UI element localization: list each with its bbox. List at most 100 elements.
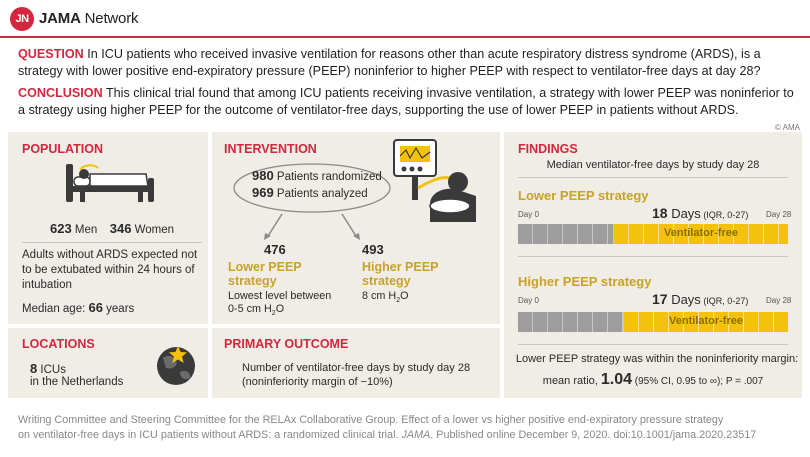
arm1-desc-line3: O: [275, 303, 285, 315]
finding-arm2-bar: Ventilator-free: [518, 312, 788, 332]
locations-title: LOCATIONS: [22, 337, 95, 351]
finding-arm1-day28: Day 28: [766, 210, 792, 219]
locations-panel: LOCATIONS 8 ICUs in the Netherlands: [8, 328, 208, 398]
analyzed-label: Patients analyzed: [273, 188, 368, 200]
analyzed-line: 969 Patients analyzed: [252, 184, 368, 202]
finding-arm1-days: 18 Days (IQR, 0-27): [652, 205, 748, 221]
population-description: Adults without ARDS expected not to be e…: [22, 249, 198, 291]
randomized-line: 980 Patients randomized: [252, 167, 382, 185]
citation-line2a: on ventilator-free days in ICU patients …: [18, 429, 402, 441]
median-age-value: 66: [88, 300, 103, 315]
finding-arm2-day28: Day 28: [766, 296, 792, 305]
finding-arm1-day0: Day 0: [518, 210, 539, 219]
findings-panel: FINDINGS Median ventilator-free days by …: [504, 132, 802, 398]
population-title: POPULATION: [22, 142, 104, 156]
arm2-desc-line1: 8 cm H: [362, 290, 397, 302]
findings-divider-top: [518, 177, 788, 178]
findings-subtitle: Median ventilator-free days by study day…: [546, 159, 760, 171]
median-age-unit: years: [102, 303, 135, 315]
finding-arm2-days: 17 Days (IQR, 0-27): [652, 291, 748, 307]
mean-ratio: mean ratio, 1.04 (95% CI, 0.95 to ∞); P …: [504, 372, 802, 389]
men-count: 623: [50, 221, 72, 236]
split-arrows: [264, 213, 360, 240]
finding-arm2-ventilated-segment: [518, 312, 624, 332]
finding-arm1-ventilated-segment: [518, 224, 614, 244]
arm1-count: 476: [264, 242, 286, 257]
finding-arm1-bar: Ventilator-free: [518, 224, 788, 244]
mean-ratio-ci: (95% CI, 0.95 to ∞); P = .007: [632, 376, 764, 387]
intervention-panel: INTERVENTION 980 Patients randomized 969…: [212, 132, 500, 324]
finding-arm2-days-unit: Days: [667, 292, 701, 307]
citation: Writing Committee and Steering Committee…: [18, 413, 798, 443]
header: JN JAMA Network: [0, 0, 810, 38]
findings-divider-bottom: [518, 344, 788, 345]
brand-name-rest: Network: [80, 10, 139, 27]
finding-arm2-bar-label: Ventilator-free: [669, 315, 743, 327]
question-label: QUESTION: [18, 47, 84, 61]
finding-arm1-ventilator-free-segment: Ventilator-free: [614, 224, 788, 244]
copyright-notice: © AMA: [774, 123, 800, 132]
population-panel: POPULATION 623 Men 346 Women Adults with…: [8, 132, 208, 324]
arm2-description: 8 cm H2O: [362, 290, 409, 307]
finding-arm1-bar-label: Ventilator-free: [664, 227, 738, 239]
arm2-desc-line2: O: [400, 290, 409, 302]
findings-title: FINDINGS: [518, 142, 578, 156]
footer: Writing Committee and Steering Committee…: [0, 405, 810, 457]
randomized-label: Patients randomized: [273, 171, 382, 183]
finding-arm1-days-value: 18: [652, 205, 668, 221]
findings-divider-mid: [518, 256, 788, 257]
mean-ratio-value: 1.04: [600, 371, 633, 388]
icu-count-value: 8: [30, 361, 38, 376]
men-label: Men: [71, 224, 98, 236]
question-paragraph: QUESTION In ICU patients who received in…: [18, 46, 798, 80]
finding-arm1-name: Lower PEEP strategy: [518, 188, 649, 203]
median-age-label: Median age:: [22, 303, 89, 315]
arm2-count: 493: [362, 242, 384, 257]
finding-arm1-iqr: (IQR, 0-27): [700, 210, 749, 220]
citation-journal[interactable]: JAMA: [401, 429, 431, 441]
citation-line2b: . Published online December 9, 2020. doi…: [430, 429, 757, 441]
arm1-name: Lower PEEP strategy: [228, 260, 302, 288]
finding-arm2-ventilator-free-segment: Ventilator-free: [624, 312, 788, 332]
mean-ratio-label: mean ratio,: [542, 375, 601, 387]
primary-outcome-line2: (noninferiority margin of −10%): [242, 376, 393, 388]
arm2-name: Higher PEEP strategy: [362, 260, 439, 288]
header-divider: [0, 36, 810, 38]
conclusion-label: CONCLUSION: [18, 86, 103, 100]
conclusion-text: This clinical trial found that among ICU…: [18, 86, 794, 117]
arm2-desc-subscript: 2: [396, 297, 401, 305]
jama-network-logo-icon[interactable]: JN: [10, 7, 34, 31]
analyzed-count: 969: [252, 185, 274, 200]
icu-count: 8 ICUs: [30, 360, 66, 378]
primary-outcome-line1: Number of ventilator-free days by study …: [242, 362, 471, 374]
median-age: Median age: 66 years: [22, 300, 134, 317]
primary-outcome-text: Number of ventilator-free days by study …: [242, 361, 492, 389]
population-divider: [22, 242, 202, 243]
primary-outcome-panel: PRIMARY OUTCOME Number of ventilator-fre…: [212, 328, 500, 398]
primary-outcome-title: PRIMARY OUTCOME: [224, 337, 349, 351]
brand-name-bold: JAMA: [39, 10, 81, 27]
women-count: 346: [109, 221, 132, 236]
finding-arm2-days-value: 17: [652, 291, 668, 307]
arm1-desc-subscript: 2: [271, 310, 276, 318]
globe-with-star-icon: [157, 346, 195, 385]
intervention-title: INTERVENTION: [224, 142, 317, 156]
locations-region: in the Netherlands: [30, 376, 124, 388]
finding-arm1-days-unit: Days: [667, 206, 701, 221]
brand-name[interactable]: JAMA Network: [39, 10, 138, 27]
finding-arm2-name: Higher PEEP strategy: [518, 274, 652, 289]
citation-line1: Writing Committee and Steering Committee…: [18, 414, 724, 426]
finding-arm2-iqr: (IQR, 0-27): [700, 296, 749, 306]
noninferiority-text: Lower PEEP strategy was within the nonin…: [515, 353, 799, 365]
arm1-desc-line2: 0-5 cm H: [228, 303, 272, 315]
sex-counts: 623 Men 346 Women: [50, 220, 174, 238]
arm1-desc-line1: Lowest level between: [228, 290, 332, 302]
question-text: In ICU patients who received invasive ve…: [18, 47, 761, 78]
ventilator-icon: [393, 139, 476, 222]
randomized-ellipse: [233, 163, 391, 213]
hospital-bed-icon: [66, 164, 154, 202]
key-points: QUESTION In ICU patients who received in…: [18, 46, 798, 124]
finding-arm2-day0: Day 0: [518, 296, 539, 305]
conclusion-paragraph: CONCLUSION This clinical trial found tha…: [18, 85, 798, 119]
